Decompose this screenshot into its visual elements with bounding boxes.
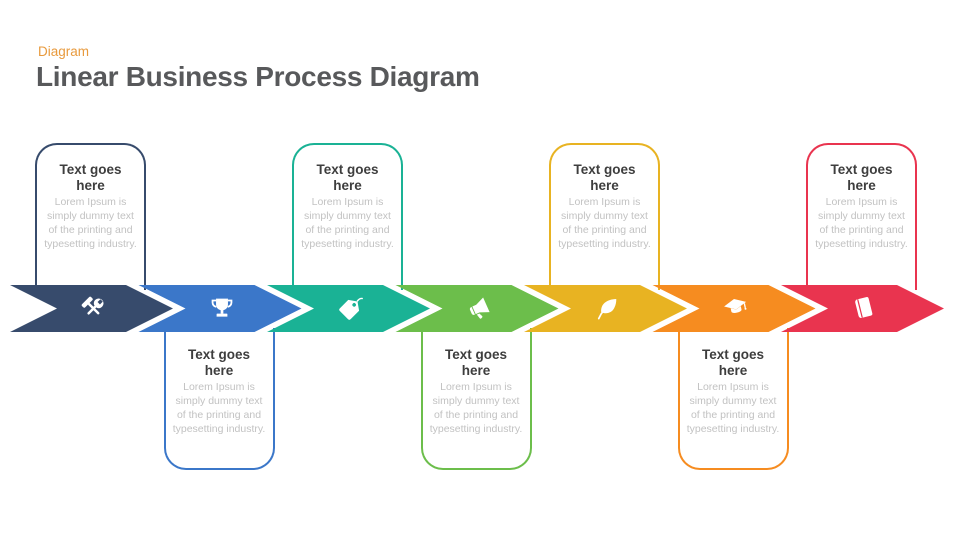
card-body: Lorem Ipsum is simply dummy text of the … bbox=[686, 381, 780, 435]
card-title: Text goes here bbox=[187, 347, 250, 378]
card-title: Text goes here bbox=[316, 162, 379, 193]
card-title: Text goes here bbox=[573, 162, 636, 193]
trophy-icon bbox=[211, 298, 233, 317]
card-body: Lorem Ipsum is simply dummy text of the … bbox=[815, 196, 908, 250]
card-title: Text goes here bbox=[830, 162, 893, 193]
graduation-cap-icon bbox=[724, 299, 747, 313]
price-tag-icon bbox=[339, 297, 363, 320]
card-title: Text goes here bbox=[444, 347, 507, 378]
card-body: Lorem Ipsum is simply dummy text of the … bbox=[301, 196, 394, 250]
card-body: Lorem Ipsum is simply dummy text of the … bbox=[429, 381, 523, 435]
book-icon bbox=[855, 297, 873, 318]
card-body: Lorem Ipsum is simply dummy text of the … bbox=[558, 196, 651, 250]
hammer-wrench-icon bbox=[81, 296, 104, 315]
arrow-chevron bbox=[10, 285, 173, 332]
card-title: Text goes here bbox=[59, 162, 122, 193]
megaphone-icon bbox=[469, 297, 490, 319]
leaf-icon bbox=[597, 298, 617, 320]
process-arrow-row bbox=[10, 285, 944, 332]
eyebrow-label: Diagram bbox=[38, 44, 90, 59]
card-body: Lorem Ipsum is simply dummy text of the … bbox=[172, 381, 266, 435]
card-body: Lorem Ipsum is simply dummy text of the … bbox=[44, 196, 137, 250]
page-title: Linear Business Process Diagram bbox=[36, 61, 480, 92]
card-title: Text goes here bbox=[701, 347, 764, 378]
